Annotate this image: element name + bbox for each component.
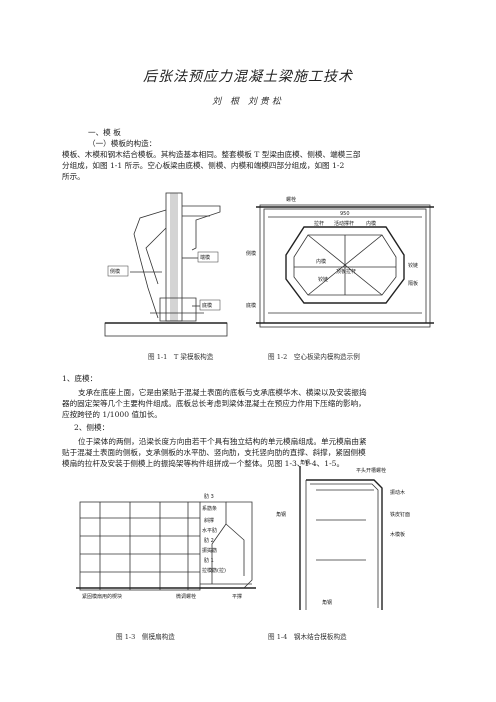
label-wood-form: 木模板 (390, 531, 405, 538)
paragraph-line: 支承在底座上面，它是由紧贴于混凝土表面的底板与支承底模华木、横梁以及安装振捣 (78, 388, 367, 397)
ground-base (104, 322, 228, 337)
label-bottom-form: 底模 (202, 302, 212, 309)
label-rib-1: 肋 1 (204, 557, 214, 564)
figure-1-2-caption: 图 1-2 空心板梁内模构造示例 (268, 353, 360, 361)
label-tie-bar: 系筋条 (202, 505, 217, 512)
label-sheet-nail: 铁皮钉面 (390, 511, 410, 518)
label-diagonal-brace: 斜撑 (204, 517, 214, 524)
label-dimension: 950 (340, 211, 350, 217)
inner-form (285, 226, 405, 304)
paragraph-line: 应按跨径的 1/1000 值加长。 (62, 410, 162, 419)
label-horizontal-rib: 水平肋 (202, 527, 217, 534)
section-heading-3: 2、侧模： (74, 423, 110, 432)
figure-1-1: 侧模 端模 底模 (104, 192, 228, 337)
section-heading-1: 一、模 板 (88, 128, 121, 137)
paragraph-line: 所示。 (62, 172, 85, 181)
label-side-form: 侧模 (110, 268, 120, 275)
label-slot-bolt: 平头开槽螺栓 (356, 467, 386, 474)
paragraph-line: 分组成，如图 1-1 所示。空心板梁由底模、侧模、内模和端模四部分组成，如图 1… (62, 161, 345, 170)
figure-1-1-caption: 图 1-1 T 梁模板构造 (148, 353, 214, 361)
label-inner-form: 内模 (366, 220, 376, 227)
label-form-tie: 拉模筋(拉) (202, 567, 226, 574)
label-end-form: 端模 (200, 254, 210, 261)
page-title: 后张法预应力混凝土梁施工技术 (143, 69, 353, 85)
label-rib-2: 肋 2 (204, 537, 214, 544)
section-heading-2: 1、底模： (62, 374, 98, 383)
label-angle-steel: 角钢 (276, 511, 286, 518)
label-vibrator-wood: 振动木 (390, 489, 405, 496)
paragraph-line: 贴于混凝土表面的侧板，支承侧板的水平肋、竖向肋，支托竖向肋的直撑、斜撑，紧固侧模 (62, 448, 366, 457)
label-separator: 隔板 (408, 280, 418, 287)
label-adjust-bolt: 微调螺栓 (176, 593, 196, 600)
figure-1-4: 角钢 平头开槽螺栓 角钢 振动木 铁皮钉面 木模板 角钢 (276, 459, 410, 610)
label-bottom-form: 底模 (246, 302, 256, 309)
label-hinge-right: 铰链 (408, 262, 418, 269)
label-side-form: 侧模 (246, 250, 256, 257)
label-hinge-left: 铰链 (318, 276, 328, 283)
label-pull-rod: 拉杆 (314, 220, 324, 227)
label-wedge: 紧固模扇用的楔块 (82, 593, 122, 600)
figure-1-3: 肋 3 系筋条 斜撑 水平肋 肋 2 振捣筋 肋 1 拉模筋(拉) 微调螺栓 平… (76, 493, 256, 600)
label-crown-rod: 顶板拉杆 (336, 268, 356, 275)
label-bolt: 螺栓 (286, 196, 296, 203)
paragraph-line: 模扇的拉杆及安装于侧模上的振捣架等构件组拼成一个整体。见图 1-3、1-4、1-… (62, 459, 345, 468)
form-profile (306, 479, 383, 610)
label-flat-brace: 平撑 (232, 593, 242, 600)
figure-1-2: 螺栓 950 拉杆 活动撑杆 内模 侧模 内模 顶板拉杆 铰链 铰链 隔板 底模 (246, 196, 434, 328)
figure-1-3-caption: 图 1-3 侧模扇构造 (116, 633, 175, 641)
authors: 刘 根 刘贵松 (212, 97, 284, 107)
label-angle-steel-top: 角钢 (300, 459, 310, 466)
paragraph-line: 位于梁体的两侧，沿梁长度方向由若干个具有独立结构的单元模扇组成。单元模扇由紧 (78, 437, 367, 446)
figure-1-4-caption: 图 1-4 钢木结合模板构造 (268, 633, 347, 641)
label-rib-3: 肋 3 (204, 493, 214, 500)
paragraph-line: 模板、木模和钢木结合模板。其构造基本相同。整套模板 T 型梁由底模、侧模、端模三… (62, 150, 361, 159)
label-vibrator-bar: 振捣筋 (202, 547, 217, 554)
paragraph-line: 器的固定架等几个主要构件组成。底板总长考虑到梁体混凝土在预应力作用下压缩的影响， (62, 399, 366, 408)
label-angle-rib: 角钢 (322, 599, 332, 606)
subsection-heading: （一）模板的构造： (88, 139, 157, 148)
label-inner-tie: 内模 (316, 258, 326, 265)
panel-frame (79, 501, 201, 591)
label-active-strut: 活动撑杆 (334, 220, 354, 227)
